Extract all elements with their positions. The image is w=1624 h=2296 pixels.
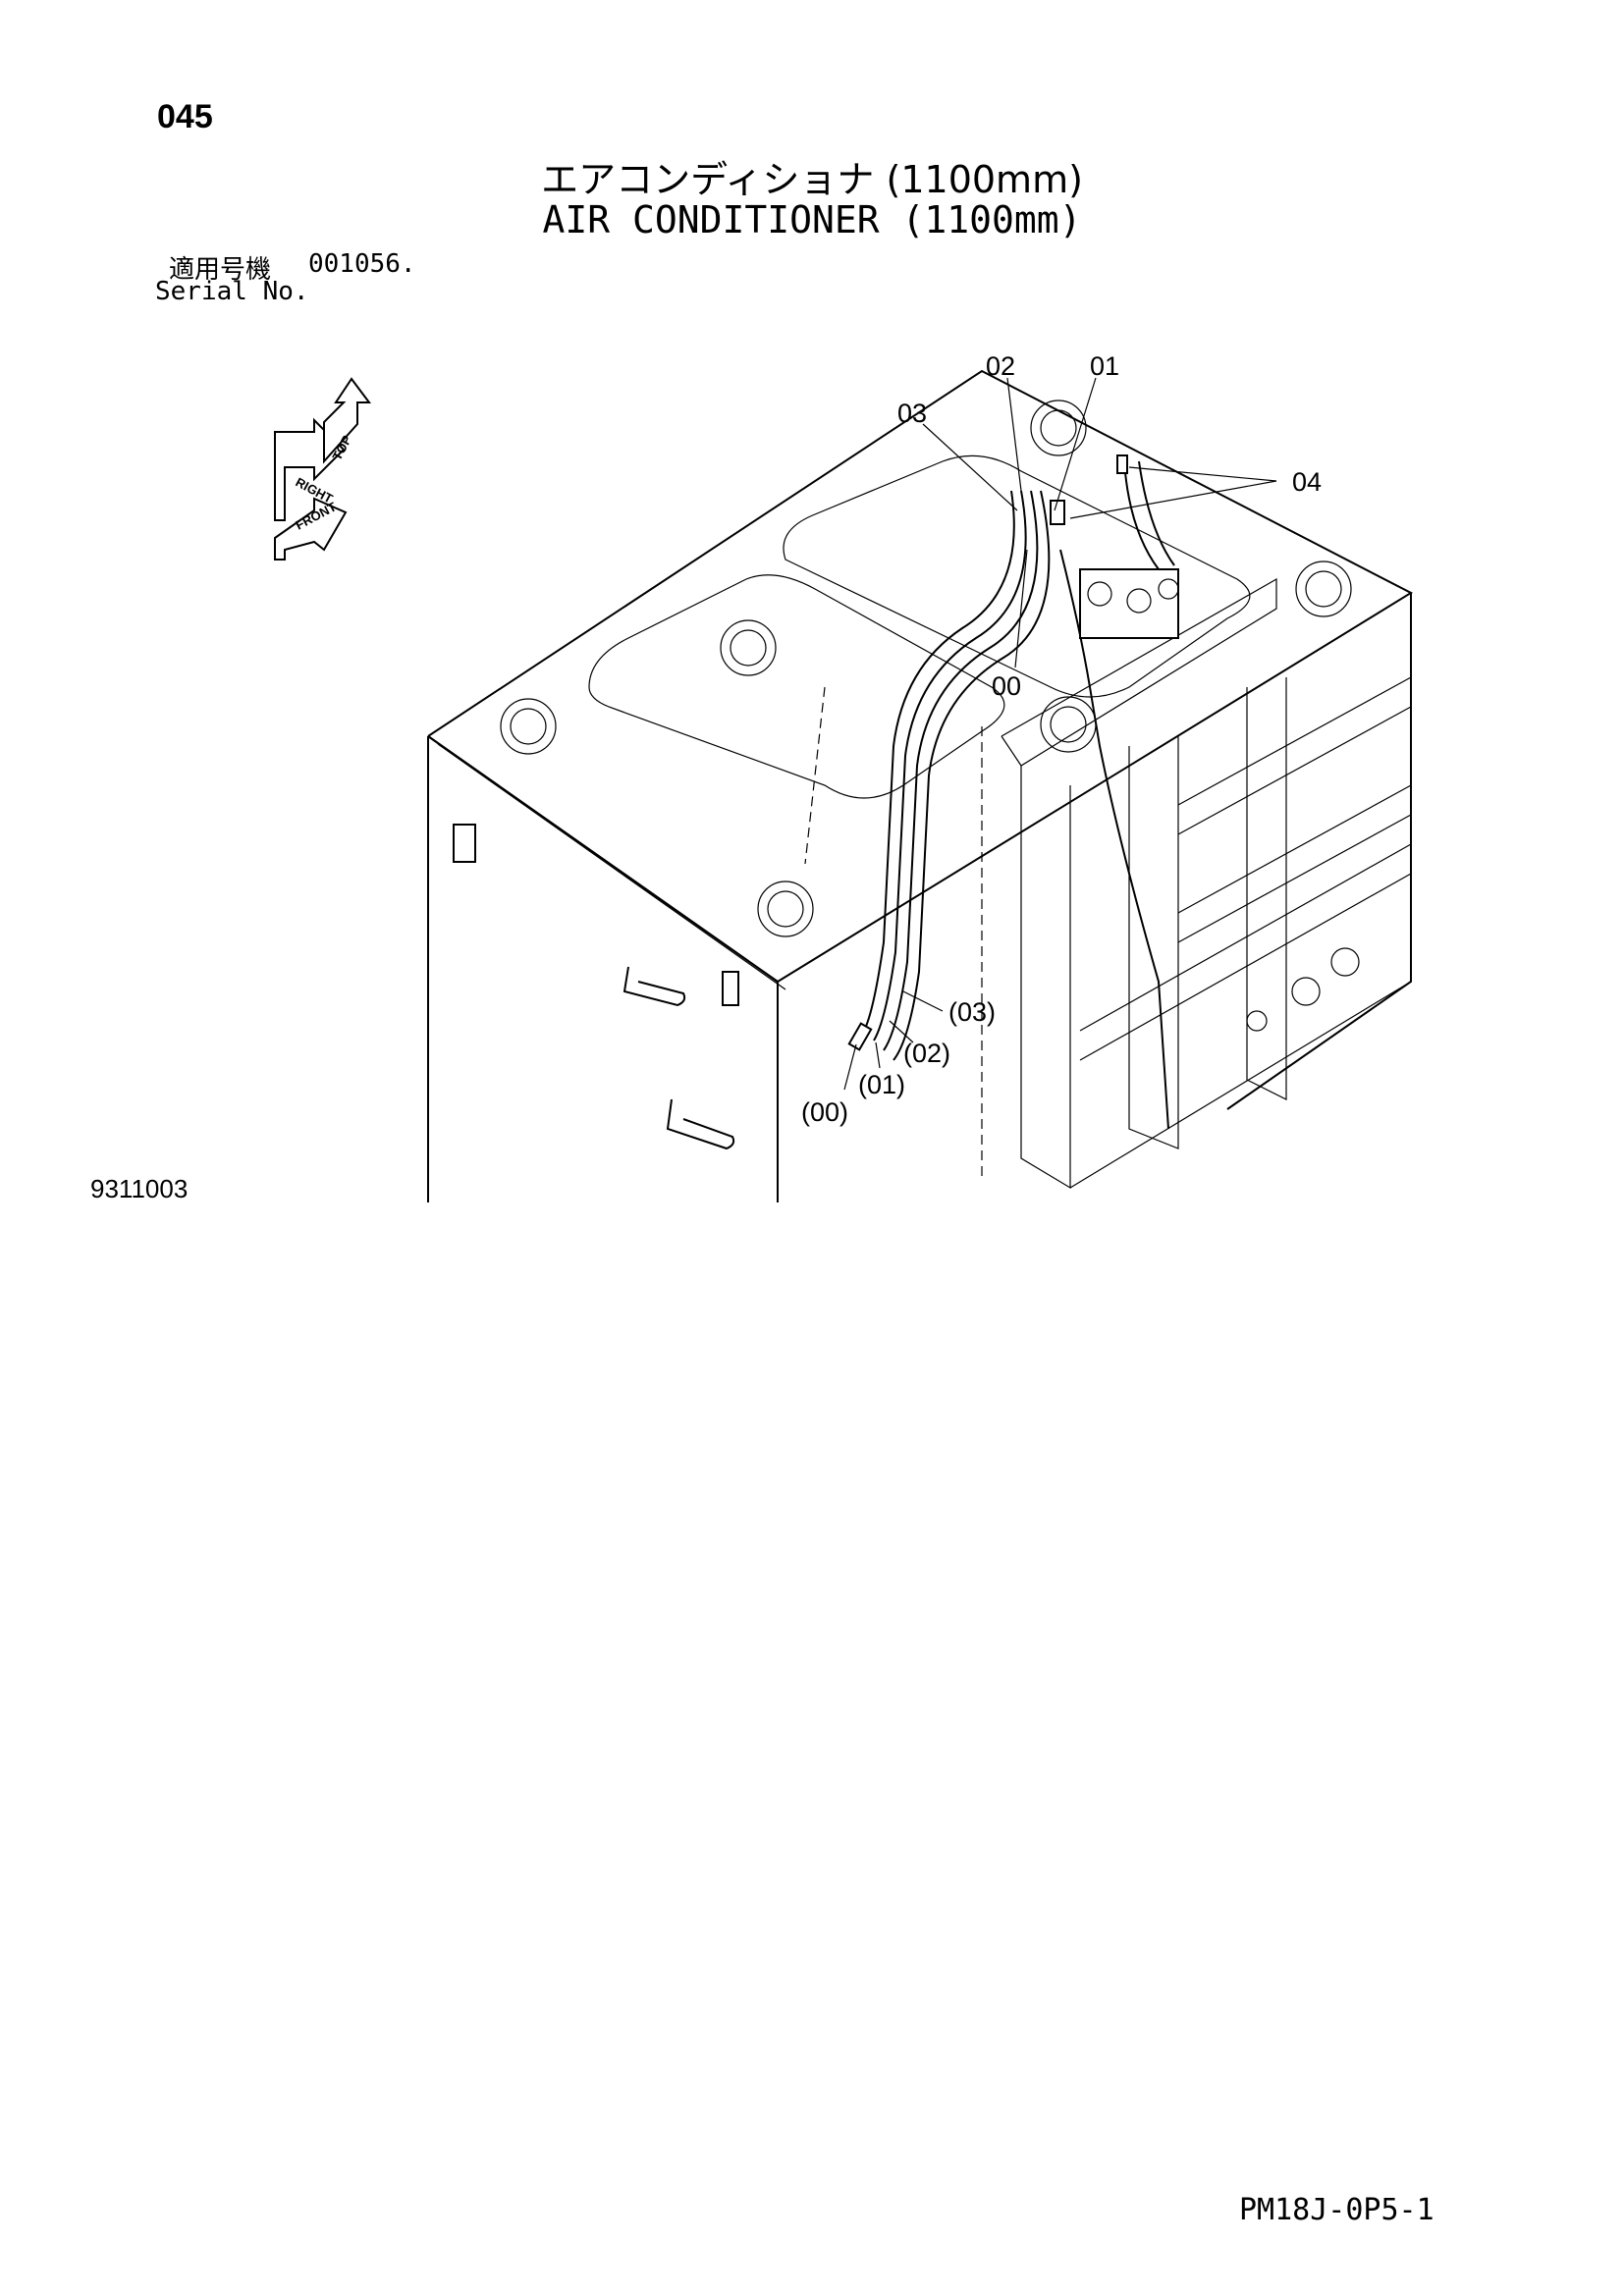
figure-number: 9311003 [90, 1174, 189, 1203]
mounting-holes [500, 400, 1360, 1032]
callout-paren-01: (01) [858, 1070, 905, 1099]
callout-04: 04 [1292, 467, 1322, 497]
title-english: AIR CONDITIONER (1100mm) [542, 198, 1082, 241]
serial-number-value: 001056. [308, 249, 416, 279]
callout-paren-00: (00) [801, 1097, 848, 1127]
hose-harness [847, 454, 1179, 1130]
callout-00: 00 [992, 671, 1021, 701]
page-number: 045 [157, 98, 213, 135]
air-conditioner-frame [427, 369, 1414, 1202]
callout-02: 02 [986, 351, 1015, 381]
orientation-indicator: TOP RIGHT FRONT [274, 377, 371, 561]
callout-paren-02: (02) [903, 1039, 950, 1068]
serial-label-english: Serial No. [155, 277, 309, 306]
callout-01: 01 [1090, 351, 1119, 381]
serial-label-japanese: 適用号機 [169, 255, 272, 285]
document-code: PM18J-0P5-1 [1239, 2193, 1435, 2227]
callout-03: 03 [897, 399, 927, 428]
callout-paren-03: (03) [948, 997, 996, 1027]
leader-lines [843, 377, 1277, 1091]
title-japanese: エアコンディショナ (1100mm) [541, 158, 1083, 201]
